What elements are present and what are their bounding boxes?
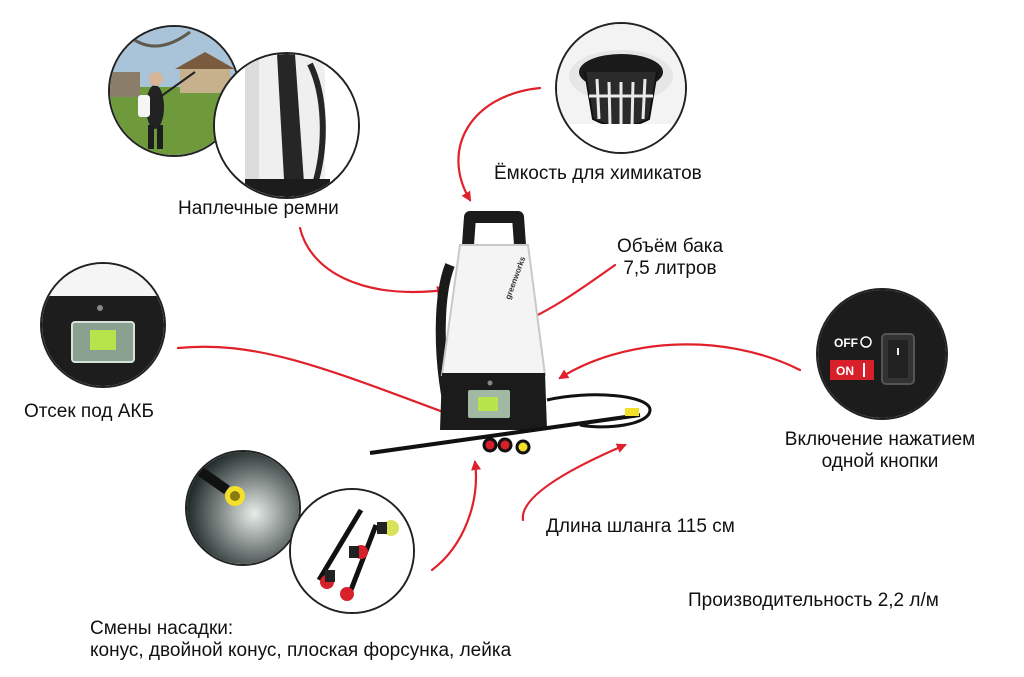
- power-switch-photo: OFF ON: [816, 288, 948, 420]
- label-power-switch-line1: Включение нажатием: [784, 429, 976, 450]
- label-tank-volume: Объём бака 7,5 литров: [600, 236, 740, 280]
- label-chemical-container: Ёмкость для химикатов: [494, 163, 702, 184]
- battery-compartment-photo: [40, 262, 166, 388]
- arrow-battery: [176, 345, 472, 424]
- arrow-container: [457, 86, 542, 202]
- arrow-switch: [558, 343, 802, 380]
- label-hose-length: Длина шланга 115 см: [546, 516, 735, 537]
- label-performance: Производительность 2,2 л/м: [688, 590, 939, 611]
- arrow-straps: [298, 226, 447, 296]
- spray-nozzle-photo: [185, 450, 301, 566]
- label-tank-volume-line2: 7,5 литров: [623, 258, 717, 279]
- shoulder-straps-photo: [213, 52, 360, 199]
- label-nozzles-line2: конус, двойной конус, плоская форсунка, …: [90, 640, 512, 661]
- label-nozzles: Смены насадки: конус, двойной конус, пло…: [90, 618, 511, 662]
- label-tank-volume-line1: Объём бака: [616, 236, 724, 257]
- switch-off-label: OFF: [834, 336, 858, 350]
- nozzle-set-photo: [289, 488, 415, 614]
- label-battery-compartment: Отсек под АКБ: [24, 401, 154, 422]
- sprayer-product-image: greenworks: [350, 205, 670, 475]
- label-shoulder-straps: Наплечные ремни: [178, 198, 339, 219]
- arrow-nozzles: [430, 460, 481, 572]
- label-nozzles-line1: Смены насадки:: [90, 618, 234, 639]
- label-power-switch-line2: одной кнопки: [821, 451, 939, 472]
- switch-on-label: ON: [836, 364, 854, 378]
- chemical-container-photo: [555, 22, 687, 154]
- label-power-switch: Включение нажатием одной кнопки: [758, 429, 1002, 473]
- arrow-hose: [521, 443, 627, 522]
